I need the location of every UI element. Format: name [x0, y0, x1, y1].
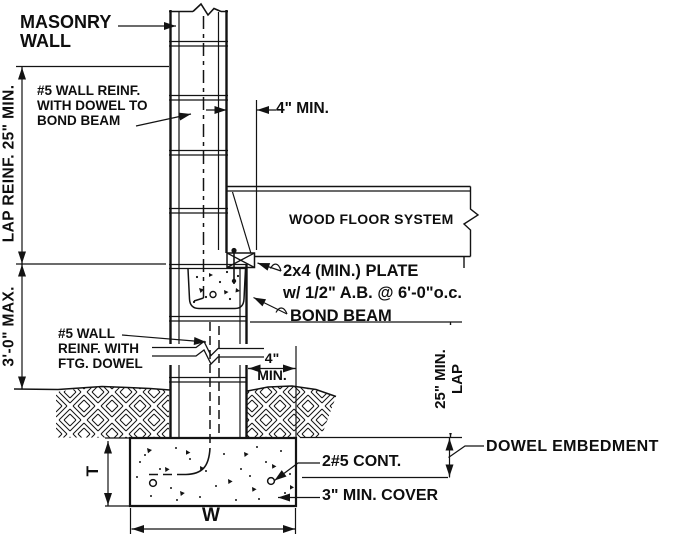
- leader-hooks: [269, 263, 484, 458]
- wall-reinf-bottom-label: #5 WALL REINF. WITH FTG. DOWEL: [58, 326, 143, 371]
- dowel-embedment-label: DOWEL EMBEDMENT: [486, 438, 659, 455]
- lap-reinf-dimension-label: LAP REINF. 25" MIN.: [0, 84, 18, 243]
- min-4-footing-line2: MIN.: [257, 367, 287, 383]
- wall-reinf-top-line3: BOND BEAM: [37, 113, 121, 128]
- plate-label-group: 2x4 (MIN.) PLATE w/ 1/2" A.B. @ 6'-0"o.c…: [283, 260, 462, 327]
- masonry-wall-graphic: [169, 2, 248, 438]
- masonry-wall-label: MASONRY WALL: [20, 12, 112, 52]
- masonry-wall-label-line1: MASONRY: [20, 12, 112, 32]
- min-4-footing-dimension-label: 4" MIN.: [246, 350, 298, 384]
- lap-25-dimension-label: 25" MIN. LAP: [431, 324, 466, 433]
- bond-beam-label: BOND BEAM: [290, 306, 392, 325]
- plate-graphic: [226, 247, 256, 284]
- max-3-0-dimension-label: 3'-0" MAX.: [0, 286, 18, 367]
- dimension-lines: [16, 65, 462, 534]
- plate-label-line2: w/ 1/2" A.B. @ 6'-0"o.c.: [283, 284, 463, 303]
- min-4-top-dimension-label: 4" MIN.: [276, 100, 329, 117]
- bars-cont-label: 2#5 CONT.: [322, 453, 402, 470]
- t-dimension-label: T: [82, 465, 102, 477]
- wall-reinf-top-line1: #5 WALL REINF.: [37, 83, 141, 98]
- wall-reinf-top-label: #5 WALL REINF. WITH DOWEL TO BOND BEAM: [37, 83, 148, 128]
- lap-25-line1: 25" MIN.: [431, 348, 449, 409]
- min-4-footing-line1: 4": [264, 350, 280, 366]
- wood-floor-graphic: [227, 185, 480, 268]
- w-dimension-label: W: [202, 505, 220, 526]
- bond-beam-graphic: [187, 268, 247, 310]
- wall-break-symbol: [152, 340, 264, 366]
- min-cover-label: 3" MIN. COVER: [322, 487, 439, 504]
- wall-reinf-bottom-line2: REINF. WITH: [58, 341, 139, 356]
- grade-hatch: [13, 385, 337, 438]
- wall-reinf-bottom-line1: #5 WALL: [58, 326, 116, 341]
- wall-reinf-top-line2: WITH DOWEL TO: [37, 98, 148, 113]
- plate-label-line1: 2x4 (MIN.) PLATE: [283, 262, 419, 280]
- wall-reinf-bottom-line3: FTG. DOWEL: [58, 356, 143, 371]
- wood-floor-label: WOOD FLOOR SYSTEM: [289, 211, 454, 227]
- masonry-wall-label-line2: WALL: [20, 31, 71, 52]
- footing-graphic: [105, 436, 298, 508]
- lap-25-line2: LAP: [448, 363, 466, 394]
